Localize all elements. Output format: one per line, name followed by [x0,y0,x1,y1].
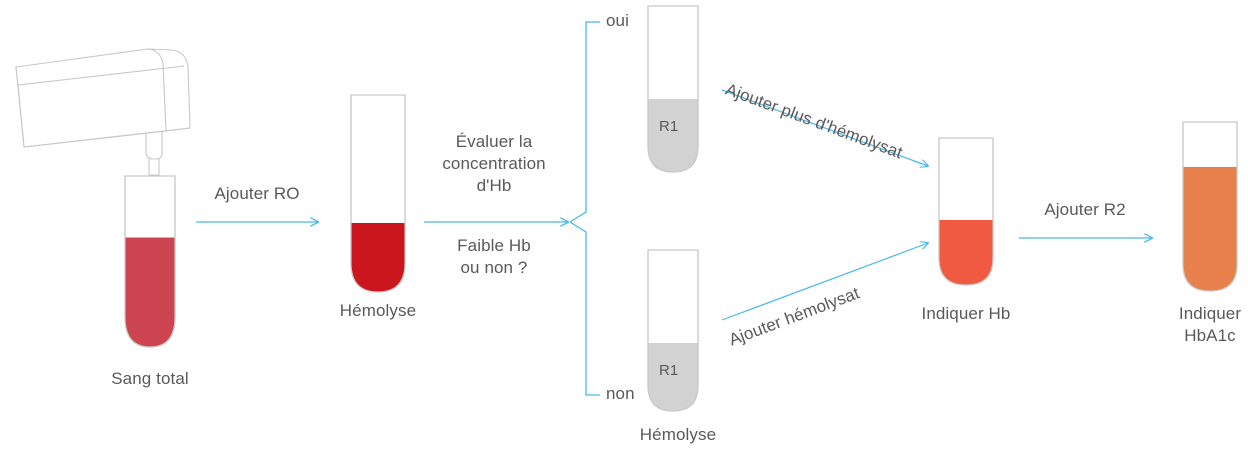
label-question-line1: Faible Hb [457,236,531,255]
tube-hemolyse-first [350,94,406,293]
arrow-add-more-hemolysate [721,89,928,166]
caption-hemolyse-second: Hémolyse [639,425,717,444]
caption-indiquer-hba1c-line1: Indiquer [1178,304,1242,323]
label-add-r0: Ajouter RO [214,184,300,203]
label-add-r2: Ajouter R2 [1044,200,1126,219]
caption-hemolyse-first: Hémolyse [339,301,417,320]
tube-sang-total [124,175,176,348]
label-question-line2: ou non ? [460,258,528,277]
caption-indiquer-hba1c-line2: HbA1c [1184,326,1236,345]
tube-r1-oui [647,5,699,173]
label-evaluate-line3: d'Hb [476,176,512,195]
label-branch-no: non [606,384,635,403]
tube-content-label-r1-oui: R1 [659,118,679,135]
label-evaluate-line1: Évaluer la [455,132,533,151]
label-branch-yes: oui [606,11,629,30]
caption-indiquer-hb: Indiquer Hb [921,304,1011,323]
arrow-add-hemolysate [721,243,928,321]
tube-indiquer-hb [938,137,994,286]
tube-content-label-r1-non: R1 [659,362,679,379]
branch-connector [569,21,600,396]
label-evaluate-line2: concentration [442,154,546,173]
caption-sang-total: Sang total [111,369,189,388]
tube-indiquer-hba1c [1182,121,1238,292]
tube-r1-non [647,249,699,412]
